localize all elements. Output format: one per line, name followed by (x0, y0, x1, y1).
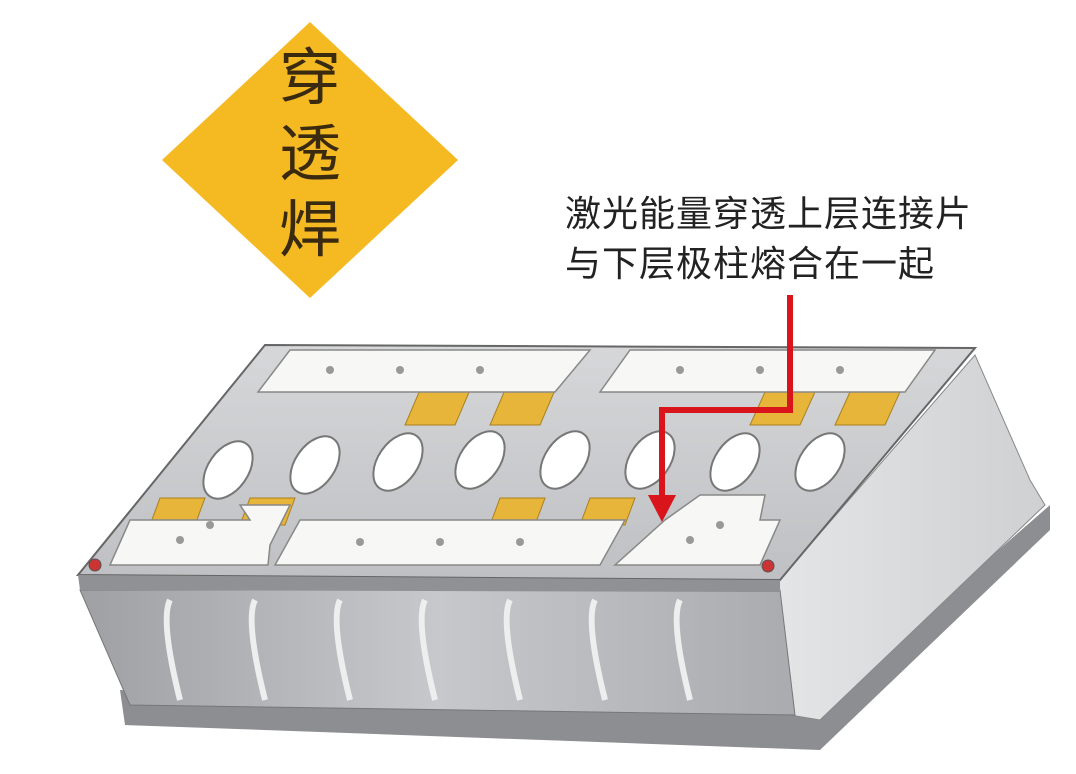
caption-line-1: 激光能量穿透上层连接片 (565, 194, 973, 235)
busbars (108, 349, 937, 566)
arrow-head (648, 495, 676, 522)
badge-char: 焊 (278, 193, 341, 266)
cell-separators (163, 598, 693, 701)
module-base (120, 505, 1050, 750)
badge-label: 穿 透 焊 (268, 40, 352, 268)
badge-char: 透 (278, 117, 341, 190)
annotation-arrow (659, 295, 793, 500)
badge-diamond (162, 22, 458, 298)
vent-slots (202, 430, 846, 500)
busbar-holes (176, 366, 844, 546)
caption-line-2: 与下层极柱熔合在一起 (565, 244, 936, 285)
badge-char: 穿 (278, 41, 341, 114)
corner-screw (88, 558, 102, 572)
corner-screw (761, 559, 775, 573)
annotation-caption: 激光能量穿透上层连接片 与下层极柱熔合在一起 (565, 190, 972, 290)
